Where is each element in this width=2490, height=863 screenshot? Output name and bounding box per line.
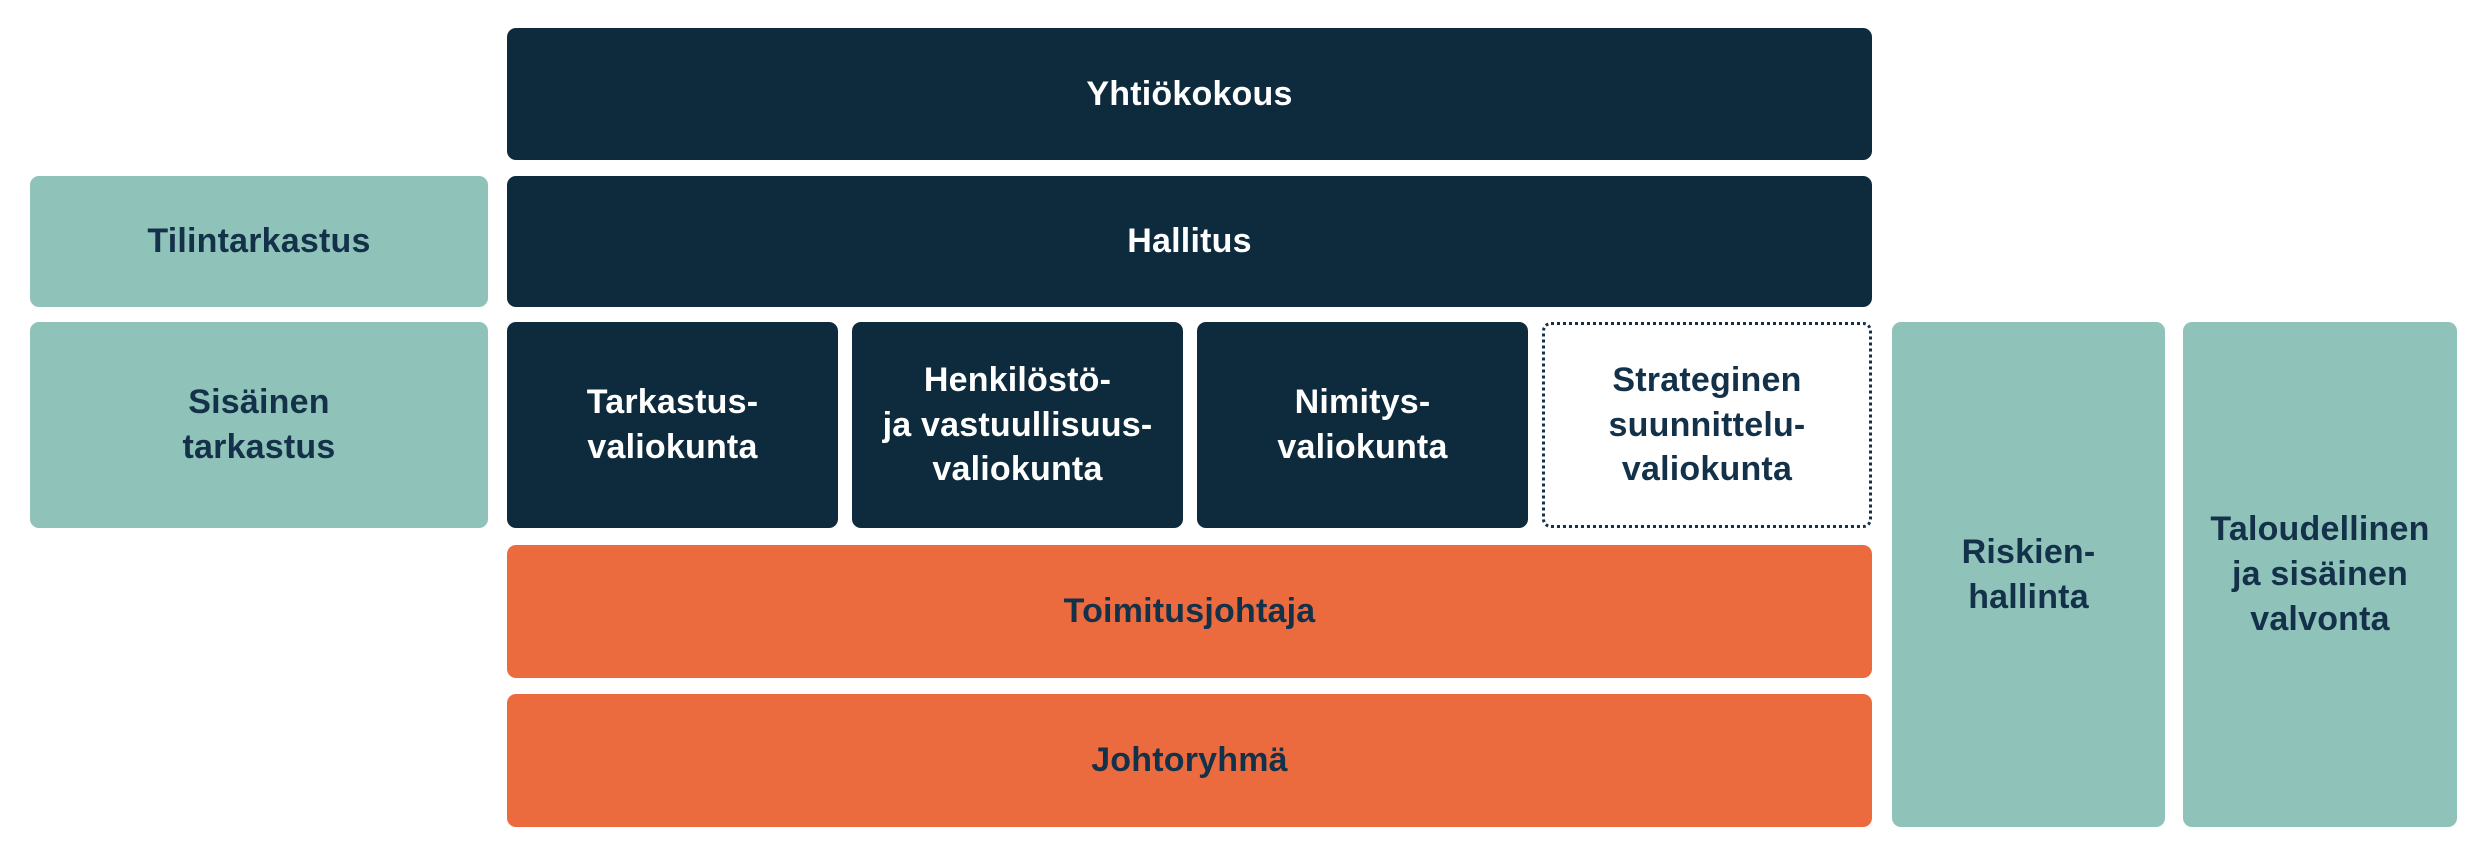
node-tarkastusvaliokunta-label: Tarkastus- valiokunta	[586, 383, 759, 466]
node-yhtiokokous-label: Yhtiökokous	[1086, 74, 1293, 113]
node-henkilosto-ja-vastuullisuusvaliokunta: Henkilöstö- ja vastuullisuus- valiokunta	[852, 322, 1183, 528]
node-yhtiokokous: Yhtiökokous	[507, 28, 1872, 160]
node-sisainen-tarkastus-label: Sisäinen tarkastus	[182, 383, 336, 466]
node-tilintarkastus: Tilintarkastus	[30, 176, 488, 307]
node-riskienhallinta-label: Riskien- hallinta	[1961, 532, 2096, 616]
node-hallitus-label: Hallitus	[1127, 222, 1252, 261]
node-johtoryhma-label: Johtoryhmä	[1091, 741, 1288, 780]
node-nimitysvaliokunta: Nimitys- valiokunta	[1197, 322, 1528, 528]
node-taloudellinen-ja-sisainen-valvonta: Taloudellinen ja sisäinen valvonta	[2183, 322, 2457, 827]
node-sisainen-tarkastus: Sisäinen tarkastus	[30, 322, 488, 528]
node-toimitusjohtaja: Toimitusjohtaja	[507, 545, 1872, 678]
node-tilintarkastus-label: Tilintarkastus	[147, 222, 371, 261]
node-johtoryhma: Johtoryhmä	[507, 694, 1872, 827]
node-riskienhallinta: Riskien- hallinta	[1892, 322, 2165, 827]
node-nimitysvaliokunta-label: Nimitys- valiokunta	[1277, 383, 1448, 466]
node-henkilosto-valiokunta-label: Henkilöstö- ja vastuullisuus- valiokunta	[882, 360, 1153, 489]
node-hallitus: Hallitus	[507, 176, 1872, 307]
node-taloudellinen-valvonta-label: Taloudellinen ja sisäinen valvonta	[2210, 510, 2430, 638]
node-tarkastusvaliokunta: Tarkastus- valiokunta	[507, 322, 838, 528]
node-strateginen-valiokunta-label: Strateginen suunnittelu- valiokunta	[1608, 360, 1806, 489]
node-strateginen-suunnitteluvaliokunta: Strateginen suunnittelu- valiokunta	[1542, 322, 1872, 528]
node-toimitusjohtaja-label: Toimitusjohtaja	[1063, 592, 1316, 631]
